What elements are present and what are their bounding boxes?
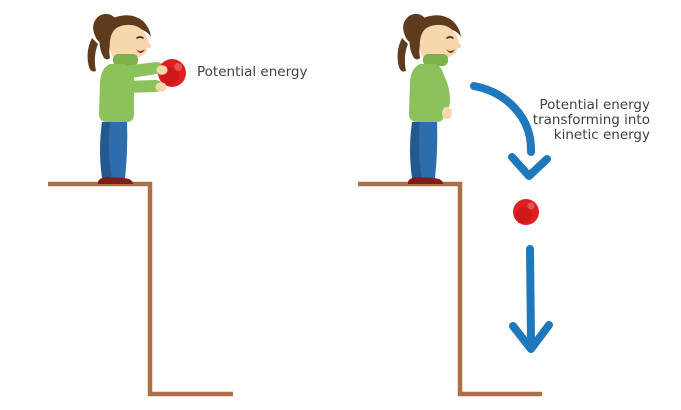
down-arrow-icon	[509, 245, 553, 353]
falling-ball-icon	[513, 199, 539, 225]
girl-figure-after-release	[396, 13, 463, 185]
transforming-energy-label: Potential energy transforming into kinet…	[533, 98, 650, 143]
potential-energy-label: Potential energy	[197, 64, 308, 80]
transforming-energy-label-line2: transforming into	[532, 112, 650, 128]
girl-figure-holding-ball	[86, 13, 186, 185]
transforming-energy-label-line3: kinetic energy	[553, 127, 650, 143]
cliff-left	[48, 181, 233, 397]
transforming-energy-label-line1: Potential energy	[539, 97, 650, 113]
curved-down-arrow-icon	[470, 82, 551, 180]
